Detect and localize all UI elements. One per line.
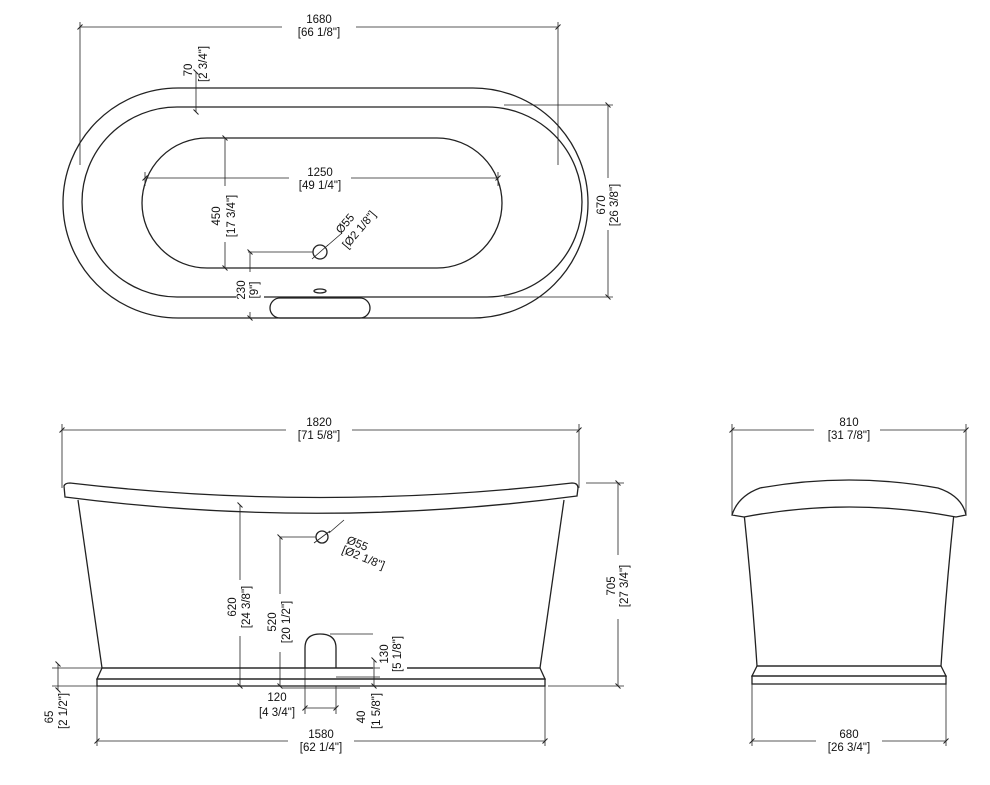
- dim-plan-waste-offset-mm: 230: [236, 280, 248, 299]
- side-outlet: [304, 633, 337, 668]
- dim-side-total-height-in: [27 3/4"]: [619, 565, 631, 607]
- dim-side-length-in: [71 5/8"]: [298, 430, 340, 442]
- dim-plan-waste-offset-in: [9"]: [249, 282, 261, 299]
- plan-front-slot: [269, 297, 371, 319]
- side-view: 1820 [71 5/8"] Ø55 [Ø2 1/8"] 620 [24 3/8…: [44, 416, 636, 755]
- side-body: [77, 499, 565, 669]
- dim-plan-basin-length-in: [49 1/4"]: [299, 180, 341, 192]
- dim-side-base-height-mm: 65: [44, 711, 56, 724]
- dim-side-outlet-height-in: [5 1/8"]: [392, 636, 404, 672]
- dim-end-top-width-in: [31 7/8"]: [828, 430, 870, 442]
- end-body: [743, 512, 955, 667]
- dim-plan-rim-in: [2 3/4"]: [198, 46, 210, 82]
- dim-end-top-width-mm: 810: [839, 417, 858, 429]
- dim-side-outlet-gap-in: [1 5/8"]: [371, 693, 383, 729]
- side-top-rim: [63, 482, 579, 514]
- plan-view: 1680 [66 1/8"] 70 [2 3/4"] 670 [26 3/8"]…: [62, 14, 626, 321]
- plan-waste-crossline: [311, 244, 329, 260]
- dim-side-total-height-mm: 705: [606, 576, 618, 595]
- plan-waste-label-leader: [326, 232, 343, 247]
- dim-side-base-length-mm: 1580: [308, 729, 334, 741]
- dim-side-outlet-offset-in: [4 3/4"]: [259, 707, 295, 719]
- plan-basin: [141, 137, 503, 269]
- end-view: 810 [31 7/8"] 680 [26 3/4"]: [729, 416, 969, 755]
- plan-overflow: [313, 288, 327, 294]
- dim-side-outlet-gap-mm: 40: [356, 711, 368, 724]
- end-top-rim: [731, 479, 967, 518]
- dim-plan-length-mm: 1680: [306, 14, 332, 26]
- dim-plan-rim-mm: 70: [183, 64, 195, 77]
- dim-side-waste-height-mm: 620: [227, 597, 239, 616]
- plan-inner-rim: [81, 106, 583, 298]
- end-plinth-top: [750, 665, 948, 677]
- side-plinth: [96, 678, 546, 687]
- dim-plan-width-in: [26 3/8"]: [609, 184, 621, 226]
- dim-plan-width-mm: 670: [596, 195, 608, 214]
- dim-side-overflow-height-in: [20 1/2"]: [281, 601, 293, 643]
- side-plinth-top: [95, 667, 547, 680]
- dim-end-base-width-in: [26 3/4"]: [828, 742, 870, 754]
- end-plinth: [751, 675, 947, 685]
- dim-side-outlet-offset-mm: 120: [267, 692, 286, 704]
- dim-plan-length-in: [66 1/8"]: [298, 27, 340, 39]
- dim-end-base-width-mm: 680: [839, 729, 858, 741]
- dim-plan-basin-width-in: [17 3/4"]: [226, 195, 238, 237]
- dim-plan-basin-length-mm: 1250: [307, 167, 333, 179]
- dim-side-overflow-height-mm: 520: [267, 612, 279, 631]
- dim-side-length-mm: 1820: [306, 417, 332, 429]
- dim-side-waste-height-in: [24 3/8"]: [241, 586, 253, 628]
- dim-plan-basin-width-mm: 450: [211, 206, 223, 225]
- dim-side-base-height-in: [2 1/2"]: [58, 693, 70, 729]
- dim-side-base-length-in: [62 1/4"]: [300, 742, 342, 754]
- dim-side-outlet-height-mm: 130: [379, 644, 391, 663]
